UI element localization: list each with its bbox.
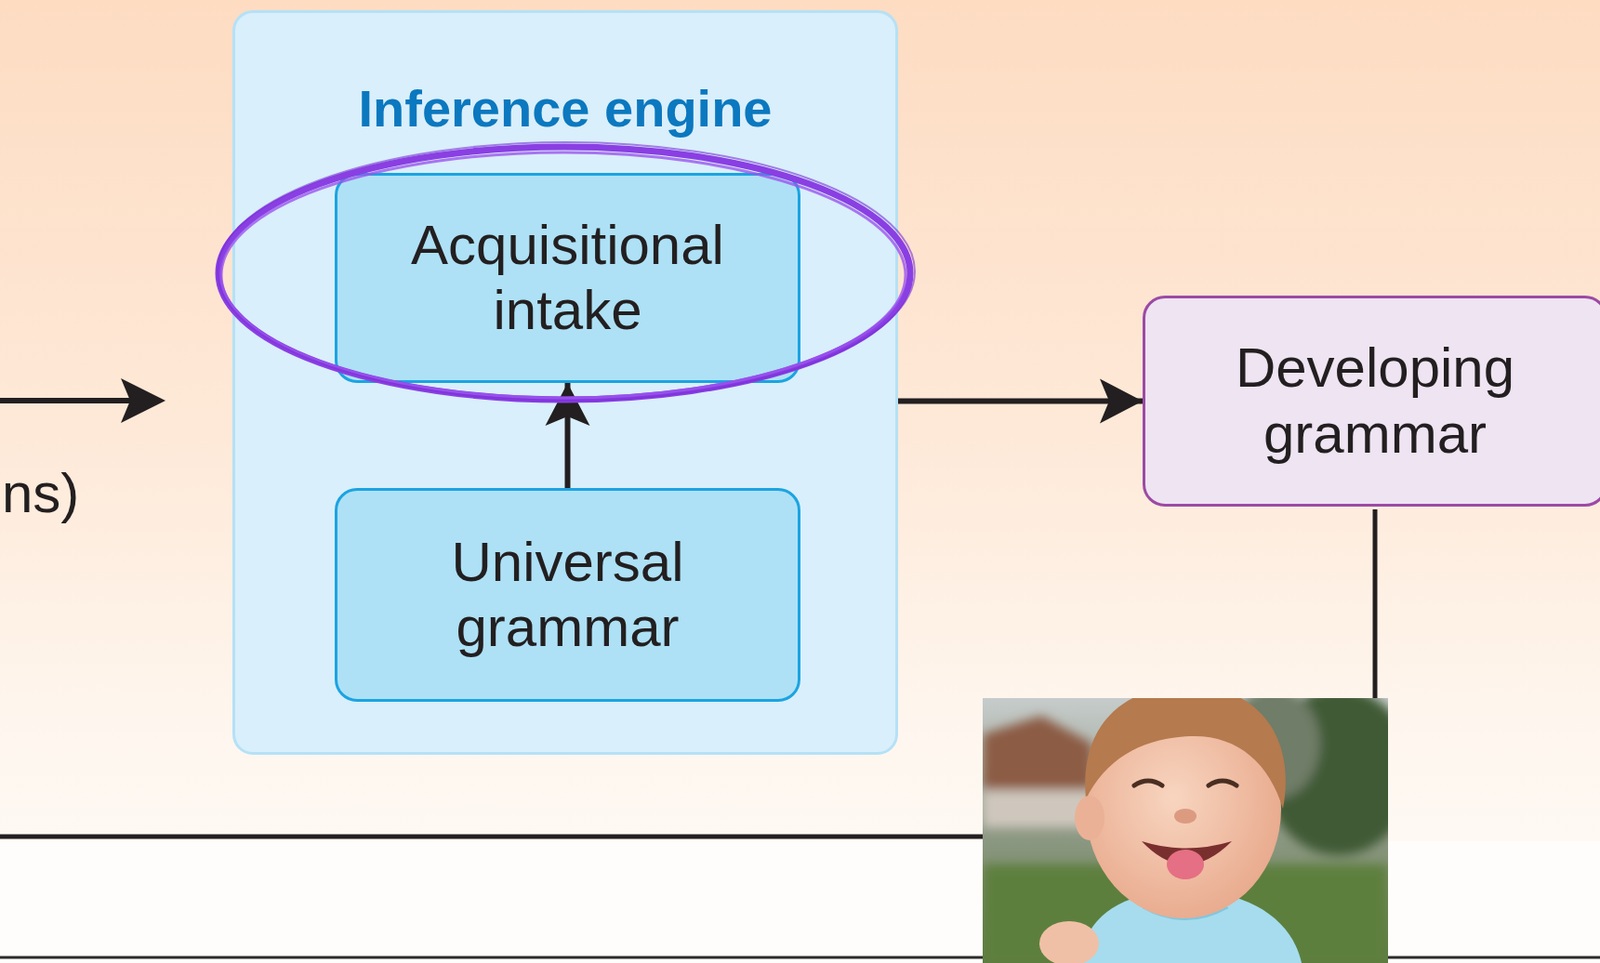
process-box: Universal grammar [334, 488, 801, 702]
flow-arrow [898, 398, 1143, 405]
feedback-line [0, 834, 986, 840]
box-label: Developing grammar [1170, 335, 1580, 466]
input-arrow-head [120, 378, 166, 424]
box-label: Universal grammar [363, 529, 773, 661]
input-arrow-line [0, 397, 131, 404]
group-heading: Inference engine [235, 78, 896, 140]
highlight-ring-stroke [217, 142, 915, 401]
cut-off-label: ns) [1, 461, 80, 526]
process-box: Acquisitional intake [334, 172, 801, 384]
highlight-ring [218, 146, 911, 400]
box-label: Acquisitional intake [363, 212, 773, 344]
output-box: Developing grammar [1142, 295, 1600, 507]
feedback-line [1373, 509, 1378, 699]
group-box: Inference engineAcquisitional intakeUniv… [232, 10, 899, 755]
highlight-ring-stroke [221, 152, 906, 398]
